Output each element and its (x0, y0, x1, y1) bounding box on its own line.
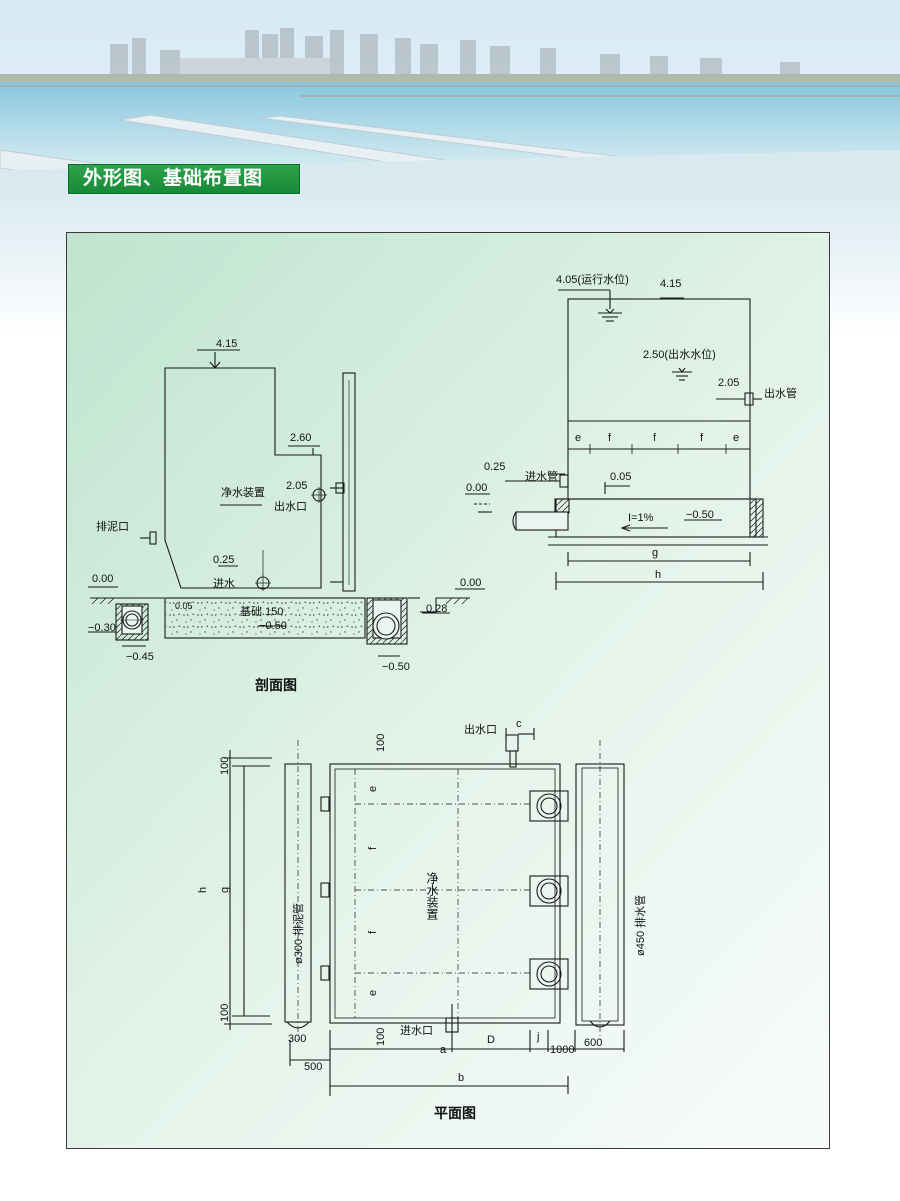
plan-dim-f2: f (367, 930, 379, 934)
plan-dim-600: 600 (584, 1037, 602, 1049)
elev-inlet-elev: 0.25 (484, 461, 505, 473)
section-outlet-elev: 2.05 (286, 480, 307, 492)
section-base-note: 0.05 (175, 601, 193, 611)
plan-labels: 出水口 c 100 100 h g 100 100 e f f e 净水装置 ø… (197, 718, 647, 1121)
elev-dim-g: g (652, 547, 658, 559)
elev-outlet-pipe-elev: 2.05 (718, 377, 739, 389)
section-pit-right-bottom: −0.50 (382, 661, 410, 673)
ground-hatch-left (91, 597, 115, 605)
plan-dim-b: b (458, 1072, 464, 1084)
elev-dim-e1: e (575, 432, 581, 444)
plan-view (224, 728, 625, 1096)
plan-dim-100-top: 100 (375, 734, 387, 752)
outlet-column (342, 372, 356, 592)
elev-top: 4.15 (660, 278, 681, 290)
section-base-label: 基础 150 (240, 605, 283, 618)
section-step-elev: 2.60 (290, 432, 311, 444)
plan-inlet-label: 进水口 (400, 1024, 433, 1037)
section-base-elev: −0.50 (259, 620, 287, 632)
drain-channel (575, 763, 625, 1026)
elev-ground: 0.00 (466, 482, 487, 494)
plan-device-label: 净水装置 (425, 872, 439, 920)
elev-dim-h: h (655, 569, 661, 581)
section-outlet-label: 出水口 (274, 499, 307, 513)
plan-dim-g: g (219, 887, 231, 893)
ground-hatch-right (445, 597, 469, 605)
section-title: 外形图、基础布置图 (68, 164, 300, 194)
elev-dim-f2: f (653, 432, 657, 444)
elev-outlet-level: 2.50(出水水位) (643, 347, 716, 361)
plan-dim-c: c (516, 718, 522, 730)
section-pit-left: −0.30 (88, 622, 116, 634)
section-pit-left-bottom: −0.45 (126, 651, 154, 663)
section-inlet-elev: 0.25 (213, 554, 234, 566)
sludge-pits (529, 790, 569, 990)
section-caption: 剖面图 (255, 677, 297, 693)
section-view (88, 349, 485, 657)
elev-dim-e2: e (733, 432, 739, 444)
section-ground-left: 0.00 (92, 573, 113, 585)
section-sludge-label: 排泥口 (96, 519, 129, 533)
elev-inlet-pipe: 进水管 (525, 469, 558, 483)
plan-dim-100-a: 100 (219, 757, 231, 775)
plan-dim-e1: e (367, 786, 379, 792)
plan-dim-e2: e (367, 990, 379, 996)
section-top-elev: 4.15 (216, 338, 237, 350)
plan-dim-D: D (487, 1034, 495, 1046)
plan-dim-300: 300 (288, 1033, 306, 1045)
elev-slope: I=1% (628, 512, 654, 524)
drawing-panel (66, 232, 830, 1149)
elev-dim-f3: f (700, 432, 704, 444)
section-labels: 4.15 2.60 2.05 出水口 净水装置 排泥口 0.25 进水 0.00… (88, 338, 481, 693)
unit-outline (164, 367, 322, 589)
elev-dim-f1: f (608, 432, 612, 444)
plan-dim-h: h (197, 887, 209, 893)
plan-dim-500: 500 (304, 1061, 322, 1073)
section-inlet-label: 进水 (213, 577, 235, 590)
section-ground-right: 0.00 (460, 577, 481, 589)
elevation-view (465, 289, 768, 590)
elev-water-level: 4.05(运行水位) (556, 272, 629, 286)
section-step-right: 0.28 (426, 603, 447, 615)
plan-caption: 平面图 (434, 1105, 476, 1121)
plan-unit-outer (329, 763, 561, 1024)
plan-dim-a: a (440, 1044, 447, 1056)
elev-inlet-level: 0.05 (610, 471, 631, 483)
elev-outlet-pipe: 出水管 (764, 386, 797, 400)
plan-dim-f1: f (367, 846, 379, 850)
concrete-base (164, 597, 366, 639)
section-device-label: 净水装置 (221, 485, 265, 499)
plan-outlet-label: 出水口 (464, 722, 497, 736)
elev-trench-elev: −0.50 (686, 509, 714, 521)
plan-dim-1000: 1000 (550, 1044, 574, 1056)
elevation-labels: 4.05(运行水位) 4.15 2.50(出水水位) 2.05 出水管 e f … (466, 272, 797, 581)
plan-dim-100-b: 100 (219, 1004, 231, 1022)
plan-dim-j: j (536, 1031, 539, 1043)
plan-dim-100-bottom: 100 (375, 1028, 387, 1046)
plan-sludge-pipe: ø300 排泥管 (291, 903, 305, 964)
plan-drain-pipe: ø450 排水管 (633, 895, 647, 956)
